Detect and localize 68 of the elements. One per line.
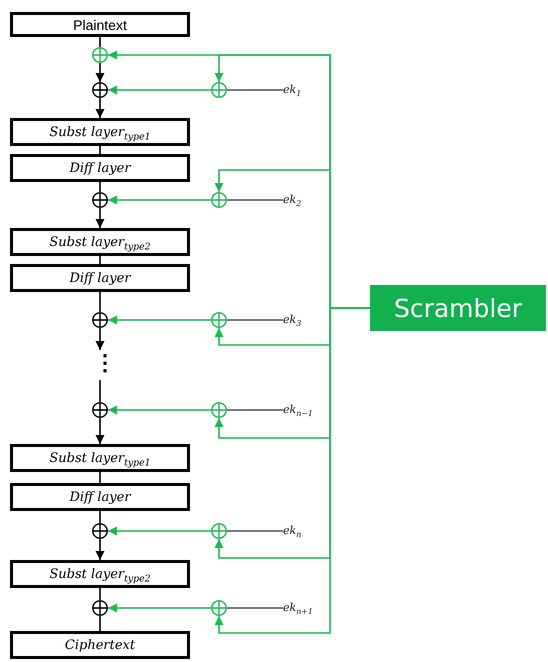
process-box (10, 154, 190, 182)
process-box (10, 631, 190, 659)
box-label: Subst layer$_{type1}$ (49, 124, 151, 140)
process-box (10, 264, 190, 292)
arrow (108, 604, 211, 612)
connector-line (227, 199, 283, 201)
scrambler-box (370, 285, 546, 331)
connector-line (227, 530, 283, 532)
arrow (96, 63, 104, 82)
arrow (96, 208, 104, 228)
connector-line (99, 292, 101, 312)
process-box (10, 560, 190, 588)
key-label: ek$_{n}$ (283, 523, 302, 539)
connector-line (227, 89, 283, 91)
key-label: ek$_{n−1}$ (283, 402, 313, 418)
box-label: Subst layer$_{type2}$ (49, 566, 151, 582)
arrow (96, 418, 104, 444)
xor-symbol (92, 82, 108, 98)
arrow (108, 196, 211, 204)
process-box (10, 118, 190, 146)
connector-line (227, 607, 283, 609)
connector-line (99, 256, 101, 264)
connector-line (99, 37, 101, 47)
connector-line (99, 472, 101, 483)
arrow (108, 526, 211, 536)
xor-symbol (92, 47, 108, 63)
xor-symbol (211, 82, 227, 98)
xor-symbol (92, 523, 108, 539)
ellipsis-label: ⋮ (94, 352, 116, 374)
arrow (96, 328, 104, 350)
xor-symbol (211, 523, 227, 539)
key-label: ek$_{3}$ (283, 312, 302, 328)
connector-line (227, 409, 283, 411)
connector-line (99, 511, 101, 523)
key-label: ek$_{1}$ (283, 82, 302, 98)
connector-line (99, 616, 101, 631)
box-label: Diff layer (69, 270, 131, 286)
xor-symbol (211, 402, 227, 418)
arrow (96, 98, 104, 118)
key-label: ek$_{2}$ (283, 192, 302, 208)
connector-line (99, 588, 101, 600)
box-label: Subst layer$_{type2}$ (49, 234, 151, 250)
xor-symbol (92, 600, 108, 616)
process-box (10, 12, 190, 37)
box-label: Ciphertext (64, 638, 136, 652)
box-label: Subst layer$_{type1}$ (49, 450, 151, 466)
xor-symbol (92, 192, 108, 208)
xor-symbol (211, 600, 227, 616)
xor-symbol (92, 312, 108, 328)
connector-line (99, 146, 101, 154)
arrow (108, 86, 211, 94)
xor-symbol (211, 312, 227, 328)
arrow (96, 539, 104, 560)
box-label: Plaintext (73, 16, 127, 32)
box-label: Diff layer (69, 160, 131, 176)
connector-line (99, 182, 101, 192)
box-label: Diff layer (69, 490, 131, 504)
process-box (10, 228, 190, 256)
arrow (108, 406, 211, 414)
connector-line (227, 319, 283, 321)
key-label: ek$_{n+1}$ (283, 600, 313, 616)
process-box (10, 444, 190, 472)
process-box (10, 483, 190, 511)
connector-line (99, 380, 101, 402)
box-label: Scrambler (394, 294, 522, 322)
xor-symbol (211, 192, 227, 208)
xor-symbol (92, 402, 108, 418)
arrow (108, 316, 211, 324)
